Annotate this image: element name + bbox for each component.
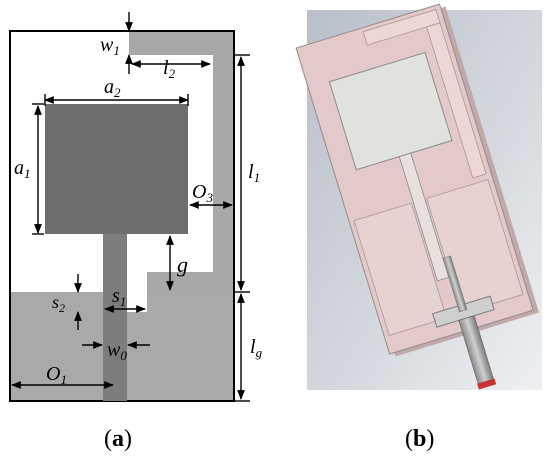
label-w0: w0 [107,339,127,363]
caption-b: (b) [405,426,434,452]
feed-line [103,234,127,401]
label-g: g [177,252,188,277]
substrate-top-strip [362,8,441,46]
label-w1: w1 [100,34,120,58]
dimension-labels: w1 l2 a2 a1 O3 l1 g s2 s1 w0 lg O1 [14,34,263,387]
caption-a: (a) [104,426,132,452]
substrate-feed [398,152,450,282]
label-l1: l1 [248,161,260,185]
panel-a-layout [9,30,235,402]
right-strip [213,32,233,272]
label-lg: lg [250,336,263,360]
label-l2: l2 [163,57,176,81]
label-O1: O1 [46,363,67,387]
feed-pin [442,255,468,313]
radiating-patch [45,104,188,234]
substrate-ground-left [353,202,448,336]
label-a2: a2 [104,76,121,100]
coax-tip [477,378,497,390]
top-strip [129,32,233,55]
label-s2: s2 [52,292,65,315]
right-strip-foot [147,272,233,292]
label-s1: s1 [112,285,126,309]
label-O3: O3 [192,181,213,205]
label-a1: a1 [14,157,31,181]
substrate-right-strip [426,22,487,179]
dimension-arrows [11,12,250,402]
panel-b-render [295,3,542,390]
